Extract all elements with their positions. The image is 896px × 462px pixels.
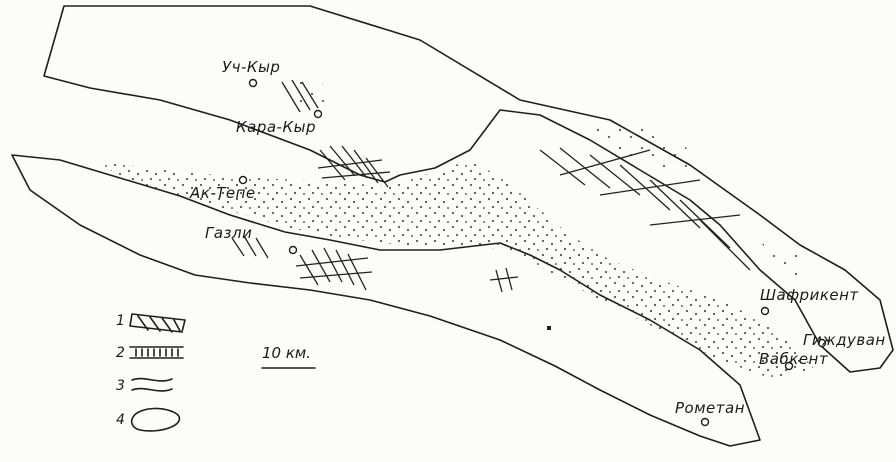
town-marker-kara-kyr [313, 109, 323, 119]
town-marker-uch-kyr [248, 78, 258, 88]
label-shafrikent: Шафрикент [760, 286, 859, 304]
legend-num-2: 2 [116, 345, 125, 361]
legend-num-1: 1 [116, 313, 125, 329]
crosshatch-east [539, 147, 751, 271]
legend-symbol-dashed-strip [129, 346, 184, 359]
stipple-patch-east [575, 122, 700, 170]
scale-bar: 10 км. [261, 344, 316, 369]
crosshatch-small-south [489, 267, 519, 293]
label-ak-tepe: Ак-Тепе [189, 184, 256, 202]
town-marker-rometan [700, 417, 710, 427]
stippled-valley [90, 160, 815, 378]
legend-num-4: 4 [116, 412, 125, 428]
legend-symbol-twisted-band [129, 313, 186, 333]
stipple-patch-uchkyr [285, 78, 330, 108]
small-marker [547, 326, 551, 330]
legend: 1 2 3 4 [116, 313, 186, 432]
stipple-patch-southeast [760, 240, 812, 278]
town-marker-gizhduvan [817, 338, 827, 348]
legend-symbol-wavy-lines [131, 377, 173, 392]
crosshatch-gazli [231, 235, 373, 291]
crosshatch-uchkyr [281, 79, 319, 113]
label-rometan: Рометан [675, 399, 745, 417]
south-belt [11, 154, 761, 447]
crosshatch-karakyr [317, 145, 391, 188]
town-marker-shafrikent [760, 306, 770, 316]
town-marker-gazli [288, 245, 298, 255]
town-marker-vabkent [784, 361, 794, 371]
label-kara-kyr: Кара-Кыр [236, 118, 316, 136]
label-gizhduvan: Гиждуван [803, 331, 886, 349]
label-uch-kyr: Уч-Кыр [222, 58, 280, 76]
label-vabkent: Вабкент [759, 350, 829, 368]
scale-label: 10 км. [262, 344, 311, 362]
label-gazli: Газли [205, 224, 252, 242]
legend-num-3: 3 [116, 378, 125, 394]
legend-symbol-stipple [130, 407, 181, 432]
town-marker-ak-tepe [238, 175, 248, 185]
